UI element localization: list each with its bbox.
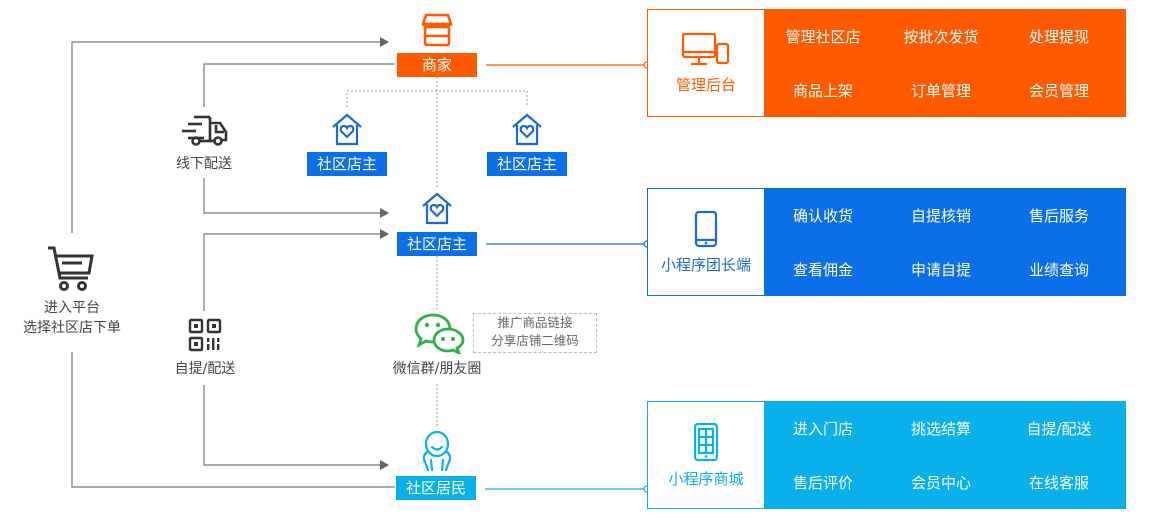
qr-code-icon	[188, 318, 222, 352]
flow-cart-to-merchant	[71, 37, 389, 233]
feature-item[interactable]: 按批次发货	[903, 27, 979, 46]
feature-grid: 进入门店 挑选结算 自提/配送 售后评价 会员中心 在线客服	[764, 401, 1126, 509]
caption-line: 选择社区店下单	[23, 320, 121, 336]
phone-icon	[694, 210, 718, 247]
tablet-grid-icon	[693, 422, 719, 461]
feature-item[interactable]: 自提/配送	[1026, 419, 1092, 438]
feature-item[interactable]: 会员中心	[910, 473, 971, 492]
resident-node: 社区居民	[396, 476, 476, 500]
house-heart-icon	[332, 113, 362, 146]
store-owner-node-right: 社区店主	[487, 152, 567, 176]
panel-title: 小程序商城	[668, 469, 744, 488]
feature-grid: 管理社区店 按批次发货 处理提现 商品上架 订单管理 会员管理	[764, 9, 1126, 117]
flow-pickup-to-resident	[203, 385, 389, 470]
panel-mall-miniprogram: 小程序商城 进入门店 挑选结算 自提/配送 售后评价 会员中心 在线客服	[647, 401, 1126, 509]
feature-item[interactable]: 申请自提	[910, 260, 971, 279]
house-heart-icon	[512, 113, 542, 146]
feature-item[interactable]: 处理提现	[1028, 27, 1089, 46]
offline-delivery-caption: 线下配送	[176, 156, 232, 172]
wechat-icon	[414, 313, 465, 354]
caption-line: 进入平台	[44, 300, 100, 316]
flow-delivery-to-owner	[203, 178, 389, 218]
feature-item[interactable]: 订单管理	[910, 81, 971, 100]
feature-item[interactable]: 业绩查询	[1028, 260, 1089, 279]
panel-header: 小程序商城	[647, 401, 764, 509]
feature-grid: 确认收货 自提核销 售后服务 查看佣金 申请自提 业绩查询	[764, 188, 1126, 296]
panel-header: 小程序团长端	[647, 188, 764, 296]
flow-cart-to-resident	[71, 352, 395, 488]
feature-item[interactable]: 售后评价	[792, 473, 853, 492]
panel-admin-backend: 管理后台 管理社区店 按批次发货 处理提现 商品上架 订单管理 会员管理	[647, 9, 1126, 117]
panel-header: 管理后台	[647, 9, 764, 117]
pickup-delivery-caption: 自提/配送	[174, 361, 236, 377]
feature-item[interactable]: 在线客服	[1028, 473, 1089, 492]
feature-item[interactable]: 自提核销	[910, 206, 971, 225]
house-heart-icon	[422, 192, 452, 225]
merchant-node: 商家	[397, 53, 477, 77]
promotion-note: 推广商品链接 分享店铺二维码	[473, 313, 597, 353]
flow-merchant-to-delivery	[203, 63, 395, 107]
flow-owner-to-pickup	[203, 233, 388, 311]
wechat-moments-caption: 微信群/朋友圈	[392, 361, 482, 377]
note-line: 分享店铺二维码	[491, 333, 579, 348]
shopping-cart-icon	[48, 246, 94, 291]
feature-item[interactable]: 进入门店	[792, 419, 853, 438]
feature-item[interactable]: 确认收货	[792, 206, 853, 225]
resident-person-icon	[422, 430, 452, 472]
enter-platform-caption: 进入平台 选择社区店下单	[2, 298, 142, 338]
feature-item[interactable]: 管理社区店	[785, 27, 861, 46]
storefront-icon	[421, 13, 453, 47]
feature-item[interactable]: 商品上架	[792, 81, 853, 100]
store-owner-node-main: 社区店主	[397, 232, 477, 256]
store-owner-node-left: 社区店主	[307, 152, 387, 176]
delivery-truck-icon	[182, 115, 228, 146]
feature-item[interactable]: 售后服务	[1028, 206, 1089, 225]
note-line: 推广商品链接	[497, 315, 573, 330]
panel-leader-miniprogram: 小程序团长端 确认收货 自提核销 售后服务 查看佣金 申请自提 业绩查询	[647, 188, 1126, 296]
feature-item[interactable]: 查看佣金	[792, 260, 853, 279]
panel-title: 管理后台	[675, 75, 736, 94]
panel-title: 小程序团长端	[660, 255, 751, 274]
feature-item[interactable]: 挑选结算	[910, 419, 971, 438]
feature-item[interactable]: 会员管理	[1028, 81, 1089, 100]
desktop-mobile-icon	[681, 32, 730, 65]
